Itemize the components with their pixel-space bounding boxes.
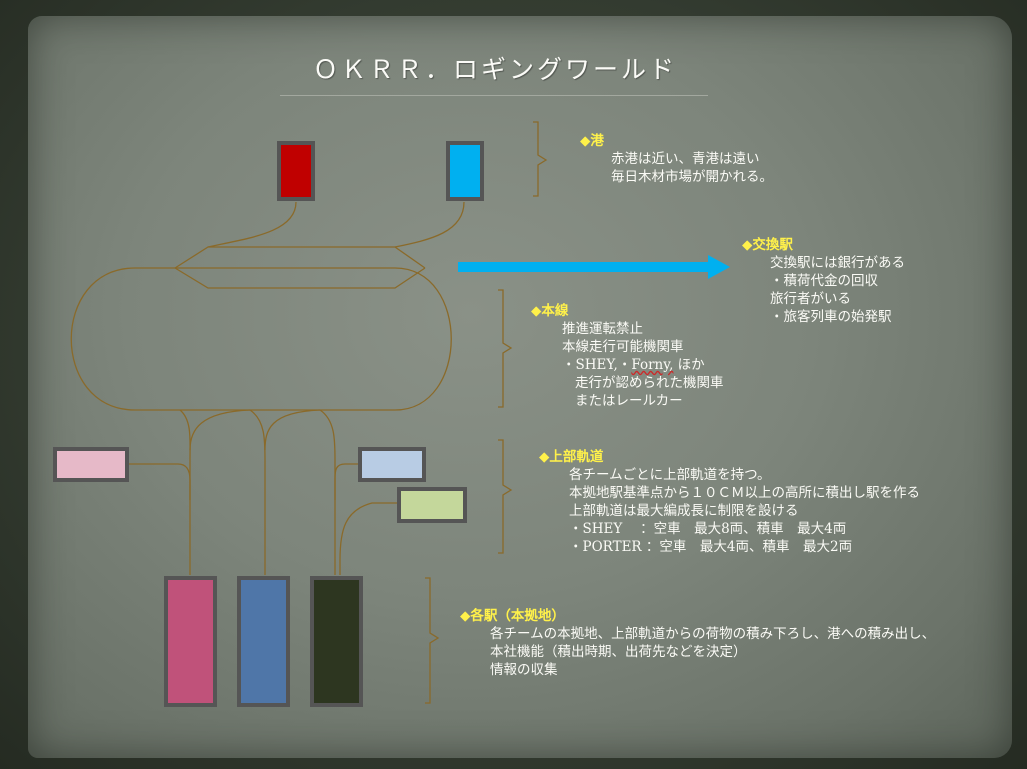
station-magenta: [164, 576, 217, 707]
brace-main-line: [498, 289, 513, 408]
upper-track-pink: [53, 447, 129, 482]
main-line-heading: ◆本線: [531, 303, 569, 319]
ports-note: ◆港 赤港は近い、青港は遠い 毎日木材市場が開かれる。: [580, 132, 773, 186]
stations-line-3: 情報の収集: [490, 662, 558, 678]
branch-blue-port: [394, 201, 465, 248]
exchange-arrow: [458, 255, 730, 279]
branch-upper-green: [339, 502, 398, 575]
main-line-line-3-prefix: ・SHEY,・: [562, 357, 632, 373]
branch-station-2b: [264, 409, 321, 451]
main-line-line-3-forny: Forny,: [631, 357, 674, 373]
upper-track-line-1: 各チームごとに上部軌道を持つ。: [569, 467, 771, 483]
branch-upper-pink: [126, 463, 191, 500]
branch-upper-lightblue: [334, 463, 360, 500]
main-line-line-4: 走行が認められた機関車: [575, 375, 724, 391]
brace-stations: [425, 577, 440, 704]
exchange-station-note: ◆交換駅 交換駅には銀行がある ・積荷代金の回収 旅行者がいる ・旅客列車の始発…: [742, 236, 905, 326]
main-line-line-1: 推進運転禁止: [562, 321, 643, 337]
upper-track-line-3: 上部軌道は最大編成長に制限を設ける: [569, 503, 799, 519]
main-line-line-2: 本線走行可能機関車: [562, 339, 684, 355]
station-dark: [310, 576, 363, 707]
main-line-line-5: またはレールカー: [575, 393, 683, 409]
stations-heading: ◆各駅（本拠地）: [460, 608, 565, 624]
exchange-line-3: 旅行者がいる: [770, 291, 851, 307]
upper-track-line-2: 本拠地駅基準点から１０ＣＭ以上の高所に積出し駅を作る: [569, 485, 920, 501]
exchange-station-heading: ◆交換駅: [742, 237, 793, 253]
main-line-note: ◆本線 推進運転禁止 本線走行可能機関車 ・SHEY,・Forny, ほか 走行…: [531, 302, 724, 410]
exchange-line-2: ・積荷代金の回収: [770, 273, 878, 289]
ports-line-1: 赤港は近い、青港は遠い: [611, 151, 760, 167]
main-line-line-3: ・SHEY,・Forny, ほか: [531, 356, 724, 374]
upper-track-note: ◆上部軌道 各チームごとに上部軌道を持つ。 本拠地駅基準点から１０ＣＭ以上の高所…: [539, 448, 920, 556]
upper-track-lightblue: [358, 447, 426, 482]
brace-ports: [533, 121, 548, 197]
siding-track: [174, 246, 426, 289]
stations-line-2: 本社機能（積出時期、出荷先などを決定）: [490, 644, 747, 660]
station-blue: [237, 576, 290, 707]
red-port-box: [277, 141, 315, 201]
branch-red-port: [207, 201, 297, 248]
blue-port-box: [446, 141, 484, 201]
title-underline: [280, 95, 708, 96]
stations-note: ◆各駅（本拠地） 各チームの本拠地、上部軌道からの荷物の積み下ろし、港への積み出…: [460, 607, 935, 679]
upper-track-heading: ◆上部軌道: [539, 449, 604, 465]
branch-station-2: [249, 409, 266, 575]
upper-track-line-4: ・SHEY ：空車 最大8両、積車 最大4両: [569, 521, 847, 537]
main-line-line-3-suffix: ほか: [673, 357, 705, 373]
ports-line-2: 毎日木材市場が開かれる。: [611, 169, 773, 185]
branch-station-1b: [189, 409, 251, 451]
brace-upper-track: [498, 439, 513, 554]
upper-track-green: [397, 487, 467, 523]
branch-station-1: [179, 409, 191, 575]
exchange-line-4: ・旅客列車の始発駅: [770, 309, 892, 325]
braces: [425, 121, 548, 704]
upper-track-line-5: ・PORTER ：空車 最大4両、積車 最大2両: [569, 539, 853, 555]
branch-station-3: [319, 409, 336, 575]
page-title: ＯＫＲＲ．ロギングワールド: [312, 55, 677, 84]
stations-line-1: 各チームの本拠地、上部軌道からの荷物の積み下ろし、港への積み出し、: [490, 626, 936, 642]
main-line-loop: [70, 267, 452, 411]
exchange-line-1: 交換駅には銀行がある: [770, 255, 905, 271]
track-lines: [70, 201, 465, 575]
ports-heading: ◆港: [580, 133, 604, 149]
